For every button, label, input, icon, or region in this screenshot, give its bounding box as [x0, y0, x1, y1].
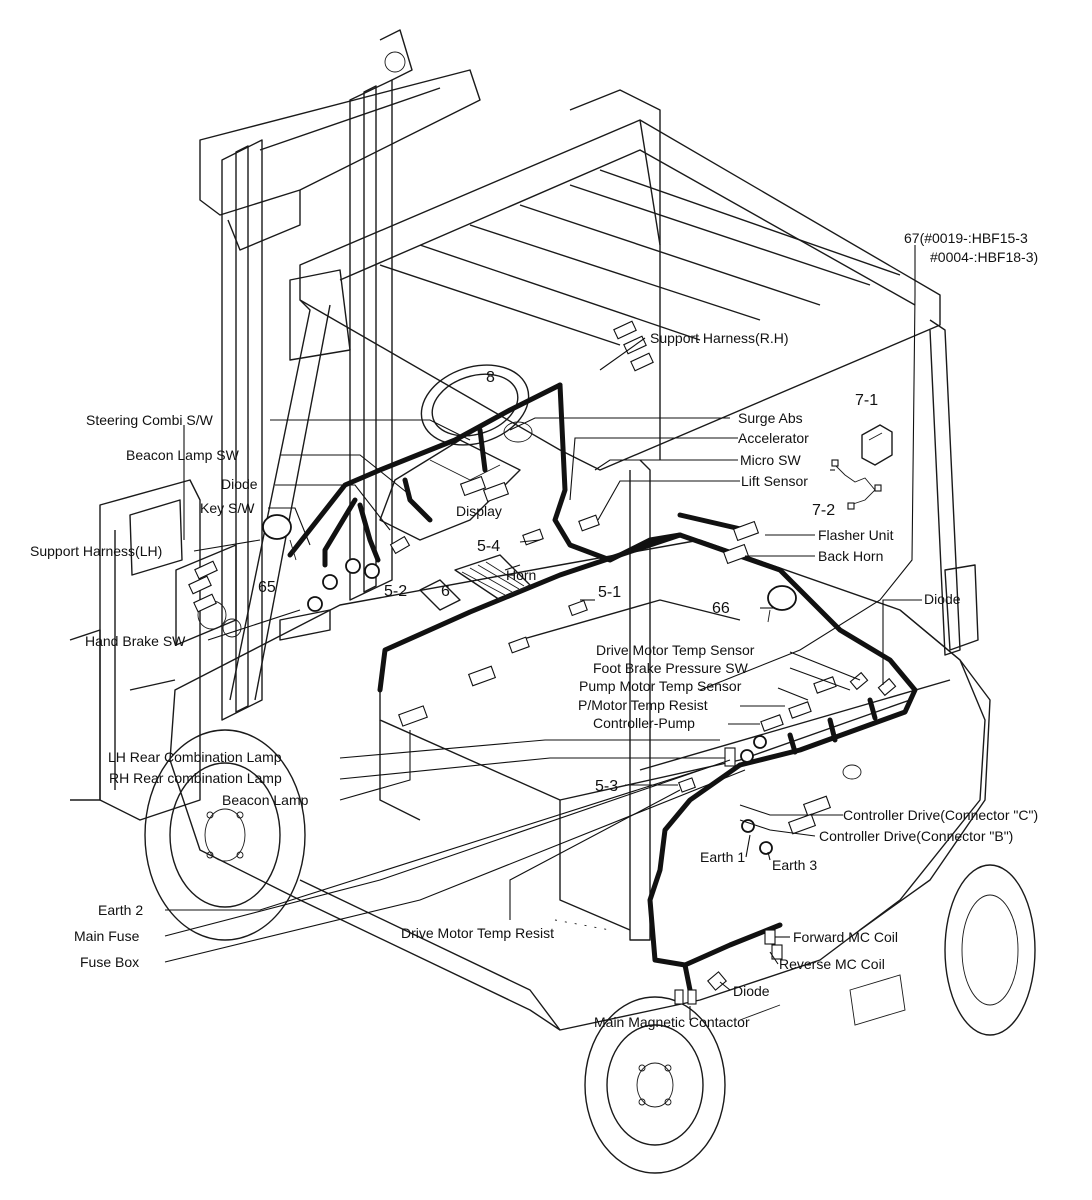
label-p-motor-temp-resist: P/Motor Temp Resist: [578, 697, 708, 713]
callout-66: 66: [712, 600, 730, 617]
label-flasher-unit: Flasher Unit: [818, 527, 894, 543]
label-forward-mc-coil: Forward MC Coil: [793, 929, 898, 945]
label-display: Display: [456, 503, 502, 519]
callout-67-line1: 67(#0019-:HBF15-3: [904, 230, 1028, 246]
label-main-magnetic-contactor: Main Magnetic Contactor: [594, 1014, 750, 1030]
label-key-sw: Key S/W: [200, 500, 255, 516]
label-beacon-lamp-sw: Beacon Lamp SW: [126, 447, 240, 463]
label-earth-3: Earth 3: [772, 857, 817, 873]
callout-7-2: 7-2: [812, 502, 835, 519]
callout-7-1: 7-1: [855, 392, 878, 409]
mast: [175, 29, 481, 721]
label-horn: Horn: [506, 567, 536, 583]
label-earth-1: Earth 1: [700, 849, 745, 865]
label-controller-drive-c: Controller Drive(Connector "C"): [843, 807, 1038, 823]
label-rh-rear-combination-lamp: RH Rear combination Lamp: [109, 770, 282, 786]
label-main-fuse: Main Fuse: [74, 928, 140, 944]
fork-carriage: [69, 479, 201, 821]
label-earth-2: Earth 2: [98, 902, 143, 918]
overhead-guard: [229, 89, 961, 941]
callout-67-line2: #0004-:HBF18-3): [930, 249, 1038, 265]
labels: 67(#0019-:HBF15-3 #0004-:HBF18-3) Suppor…: [30, 230, 1038, 1030]
callout-5-1: 5-1: [598, 584, 621, 601]
label-steering-combi-sw: Steering Combi S/W: [86, 412, 214, 428]
label-micro-sw: Micro SW: [740, 452, 801, 468]
label-support-harness-rh: Support Harness(R.H): [650, 330, 789, 346]
rings: [262, 514, 797, 855]
label-hand-brake-sw: Hand Brake SW: [85, 633, 186, 649]
label-controller-drive-b: Controller Drive(Connector "B"): [819, 828, 1013, 844]
label-beacon-lamp: Beacon Lamp: [222, 792, 309, 808]
label-diode-upper: Diode: [221, 476, 258, 492]
steering-and-dash: [289, 269, 533, 541]
label-surge-abs: Surge Abs: [738, 410, 803, 426]
label-foot-brake-pressure-sw: Foot Brake Pressure SW: [593, 660, 749, 676]
label-fuse-box: Fuse Box: [80, 954, 139, 970]
chassis: [169, 539, 991, 1031]
label-back-horn: Back Horn: [818, 548, 883, 564]
label-diode-right: Diode: [924, 591, 961, 607]
label-drive-motor-temp-sensor: Drive Motor Temp Sensor: [596, 642, 755, 658]
callout-8: 8: [486, 369, 495, 386]
label-drive-motor-temp-resist: Drive Motor Temp Resist: [401, 925, 554, 941]
callout-5-2: 5-2: [384, 583, 407, 600]
wheels: [144, 729, 1036, 1174]
wire-harness: [287, 382, 918, 993]
label-diode-lower: Diode: [733, 983, 770, 999]
callout-5-3: 5-3: [595, 778, 618, 795]
callout-5-4: 5-4: [477, 538, 500, 555]
callout-65: 65: [258, 579, 276, 596]
label-pump-motor-temp-sensor: Pump Motor Temp Sensor: [579, 678, 742, 694]
label-lift-sensor: Lift Sensor: [741, 473, 808, 489]
leader-lines: [164, 245, 922, 1020]
connectors: [188, 320, 897, 1005]
label-accelerator: Accelerator: [738, 430, 809, 446]
label-controller-pump: Controller-Pump: [593, 715, 695, 731]
label-reverse-mc-coil: Reverse MC Coil: [779, 956, 885, 972]
flasher-relay-parts: [831, 424, 893, 510]
label-support-harness-lh: Support Harness(LH): [30, 543, 162, 559]
label-lh-rear-combination-lamp: LH Rear Combination Lamp: [108, 749, 282, 765]
callout-6: 6: [441, 583, 450, 600]
